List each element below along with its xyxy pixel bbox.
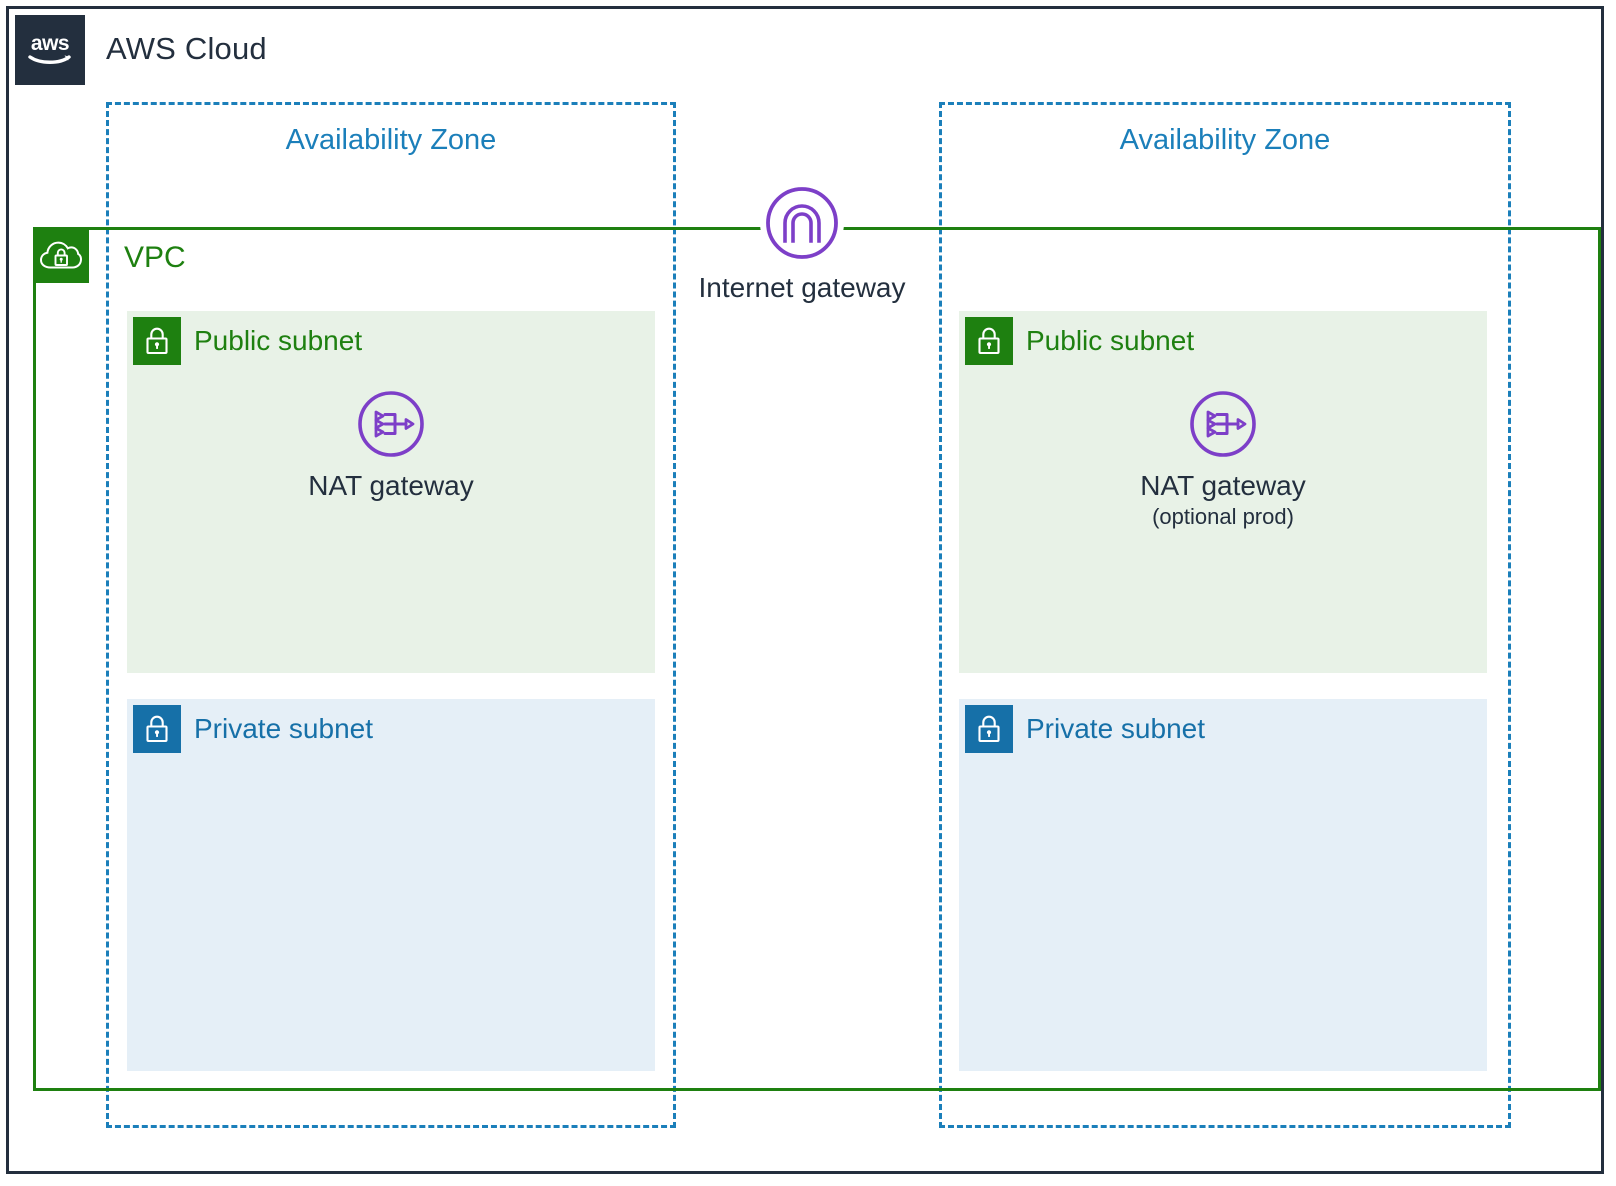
private-subnet-right-label: Private subnet [1026, 713, 1205, 744]
nat-gateway-icon [358, 391, 424, 457]
lock-icon [965, 317, 1013, 365]
availability-zone-left-label: Availability Zone [285, 124, 497, 156]
availability-zone-right: Availability Zone [939, 102, 1511, 1128]
private-subnet-left: Private subnet [127, 699, 655, 1071]
lock-icon [965, 705, 1013, 753]
vpc-title: VPC [124, 241, 186, 274]
vpc-cloud-lock-icon [33, 227, 89, 283]
internet-gateway-icon-background [760, 181, 844, 265]
private-subnet-right-header: Private subnet [965, 705, 1205, 753]
nat-gateway-icon [1190, 391, 1256, 457]
public-subnet-right: Public subnet NAT gateway (optional prod… [959, 311, 1487, 673]
nat-gateway-left: NAT gateway [241, 387, 541, 502]
svg-text:aws: aws [31, 33, 69, 55]
nat-gateway-right-label: NAT gateway [1140, 470, 1306, 501]
internet-gateway-icon [766, 187, 838, 259]
public-subnet-right-header: Public subnet [965, 317, 1194, 365]
lock-icon [133, 705, 181, 753]
private-subnet-left-label: Private subnet [194, 713, 373, 744]
aws-logo-icon: aws [15, 15, 85, 85]
nat-gateway-right-sublabel: (optional prod) [1152, 504, 1294, 529]
aws-cloud-boundary: aws AWS Cloud Availability Zone Availabi… [6, 6, 1604, 1174]
nat-gateway-right: NAT gateway (optional prod) [1073, 387, 1373, 530]
availability-zone-left: Availability Zone [106, 102, 676, 1128]
lock-icon [133, 317, 181, 365]
aws-cloud-title: AWS Cloud [106, 31, 267, 66]
private-subnet-left-header: Private subnet [133, 705, 373, 753]
internet-gateway-label: Internet gateway [698, 272, 906, 303]
public-subnet-left-label: Public subnet [194, 325, 363, 356]
private-subnet-right: Private subnet [959, 699, 1487, 1071]
public-subnet-left: Public subnet NAT gateway [127, 311, 655, 673]
nat-gateway-left-label: NAT gateway [308, 470, 474, 501]
internet-gateway: Internet gateway [652, 181, 952, 304]
public-subnet-right-label: Public subnet [1026, 325, 1195, 356]
public-subnet-left-header: Public subnet [133, 317, 362, 365]
availability-zone-right-label: Availability Zone [1119, 124, 1331, 156]
